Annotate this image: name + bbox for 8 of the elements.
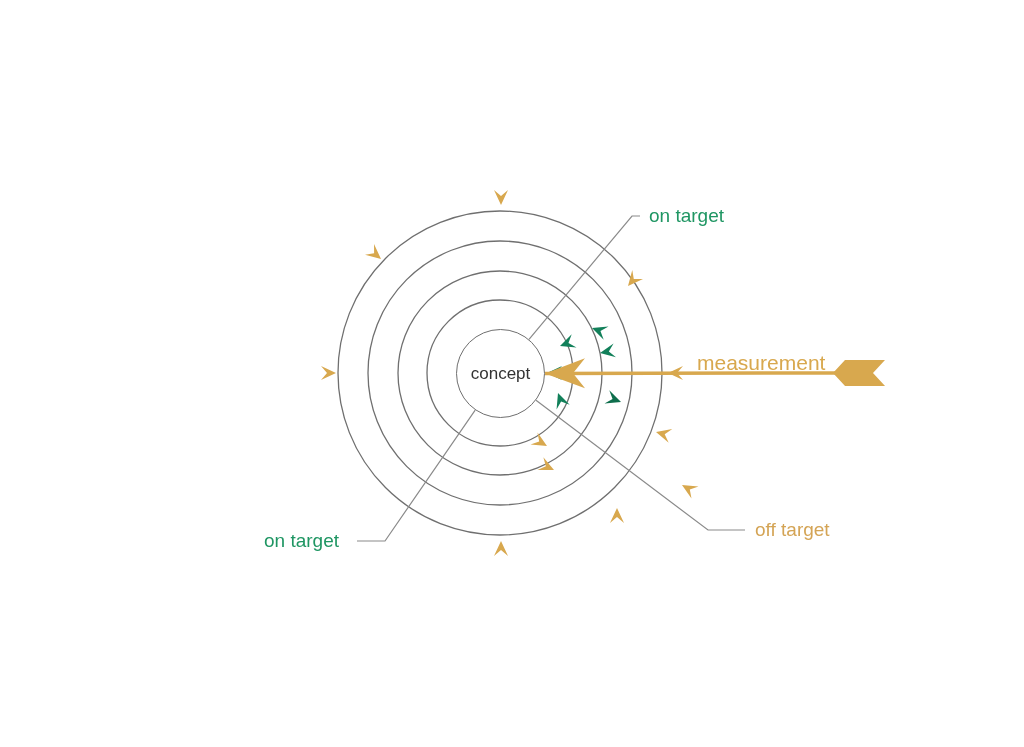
callout-label: on target	[649, 205, 724, 227]
leader-line	[535, 399, 746, 531]
edge-label: measurement	[697, 352, 826, 374]
arrow	[545, 358, 885, 389]
leader-line	[528, 215, 641, 340]
callout-label: on target	[264, 530, 339, 552]
callout-label: off target	[755, 519, 830, 541]
leader-line	[356, 409, 476, 542]
